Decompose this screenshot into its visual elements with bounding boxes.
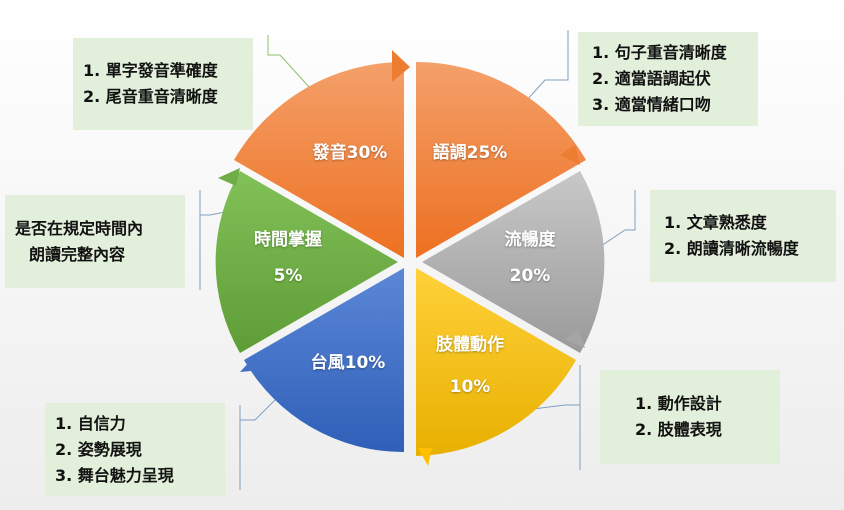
- detail-item: 2. 朗讀清晰流暢度: [664, 239, 799, 258]
- detail-item: 1. 自信力: [55, 413, 126, 433]
- details-fluency: 1. 文章熟悉度 2. 朗讀清晰流暢度: [650, 190, 836, 282]
- time-management-pct: 5%: [273, 266, 303, 286]
- details-body-movement: 1. 動作設計 2. 肢體表現: [600, 370, 780, 464]
- detail-item: 2. 適當語調起伏: [592, 69, 711, 88]
- wedge-pronunciation: [234, 50, 410, 258]
- wedge-intonation: [416, 61, 586, 258]
- wedge-stage-presence: [240, 268, 404, 453]
- detail-item: 1. 單字發音準確度: [83, 61, 218, 80]
- detail-item: 朗讀完整內容: [29, 244, 126, 264]
- wedge-body-movement: [416, 268, 576, 466]
- details-intonation: 1. 句子重音清晰度 2. 適當語調起伏 3. 適當情緒口吻: [578, 32, 758, 126]
- connector-lines: [199, 30, 636, 490]
- detail-item: 1. 動作設計: [635, 394, 722, 413]
- wedge-time-management: [215, 168, 398, 353]
- details-pronunciation: 1. 單字發音準確度 2. 尾音重音清晰度: [73, 38, 253, 130]
- label-pronunciation: 發音30%: [312, 143, 388, 163]
- fluency-name: 流暢度: [504, 230, 556, 250]
- details-time-management: 是否在規定時間內 朗讀完整內容: [5, 195, 185, 288]
- label-stage-presence: 台風10%: [310, 353, 386, 373]
- label-fluency: 流暢度 20%: [480, 225, 580, 291]
- label-intonation: 語調25%: [432, 143, 508, 163]
- label-body-movement: 肢體動作 10%: [420, 330, 520, 402]
- time-management-name: 時間掌握: [254, 230, 322, 250]
- detail-item: 1. 句子重音清晰度: [592, 43, 727, 62]
- details-stage-presence: 1. 自信力 2. 姿勢展現 3. 舞台魅力呈現: [45, 403, 225, 496]
- wedge-fluency: [422, 171, 605, 353]
- detail-item: 3. 適當情緒口吻: [592, 95, 711, 114]
- detail-item: 2. 肢體表現: [635, 420, 722, 439]
- detail-item: 1. 文章熟悉度: [664, 213, 767, 232]
- detail-item: 2. 尾音重音清晰度: [83, 87, 218, 106]
- body-movement-pct: 10%: [449, 377, 491, 397]
- detail-item: 2. 姿勢展現: [55, 439, 142, 459]
- detail-item: 是否在規定時間內: [15, 218, 144, 238]
- fluency-pct: 20%: [509, 266, 551, 286]
- detail-item: 3. 舞台魅力呈現: [55, 465, 174, 485]
- body-movement-name: 肢體動作: [436, 335, 504, 355]
- label-time-management: 時間掌握 5%: [238, 225, 338, 291]
